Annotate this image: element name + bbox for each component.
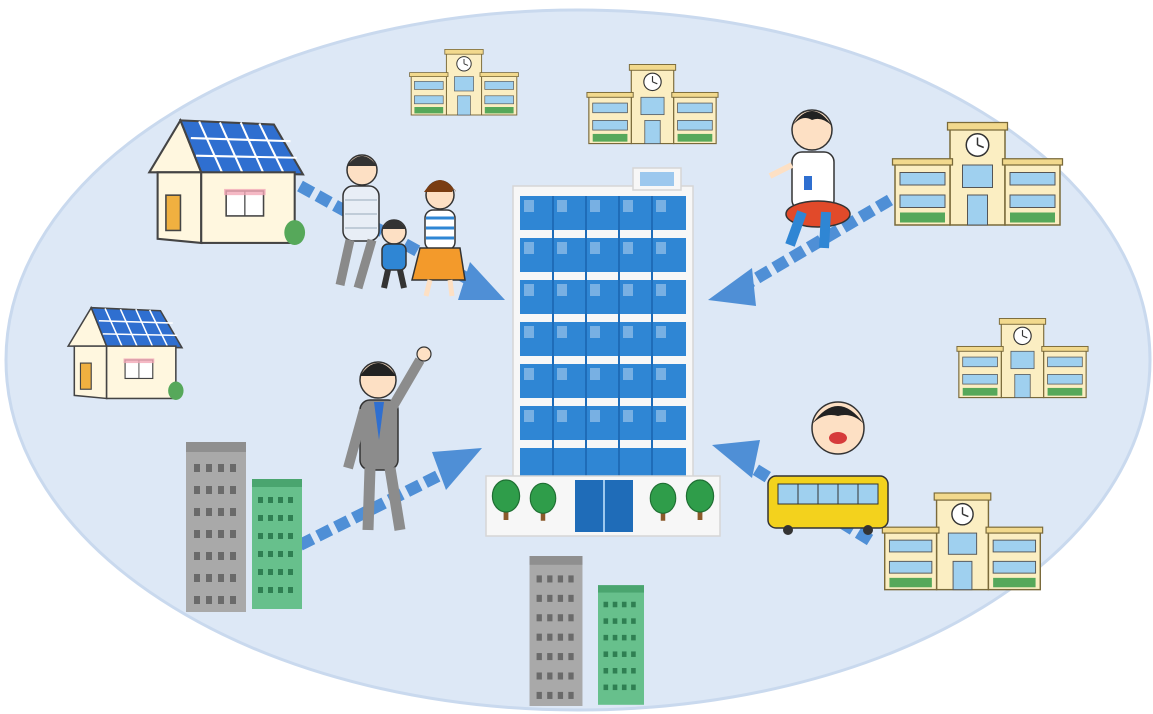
house-icon — [67, 306, 185, 400]
gray-building-icon — [529, 556, 583, 706]
gray-building-icon — [186, 442, 246, 612]
house-icon — [148, 119, 306, 245]
family-icon — [335, 154, 466, 297]
arrowhead-icon — [432, 448, 482, 490]
window-grid — [520, 196, 686, 476]
green-building-icon — [598, 585, 644, 705]
businessman-icon — [343, 346, 432, 531]
office-building-icon — [485, 167, 721, 537]
green-building-icon — [252, 479, 302, 609]
arrow-heads — [432, 262, 760, 490]
arrow-school-to-office — [736, 194, 894, 294]
arrowhead-icon — [708, 268, 756, 306]
arrowhead-icon — [458, 262, 505, 300]
arrow-buildings-to-office — [297, 464, 453, 551]
arrowhead-icon — [712, 440, 760, 478]
tram-icon — [767, 401, 889, 535]
student-icon — [768, 109, 851, 249]
